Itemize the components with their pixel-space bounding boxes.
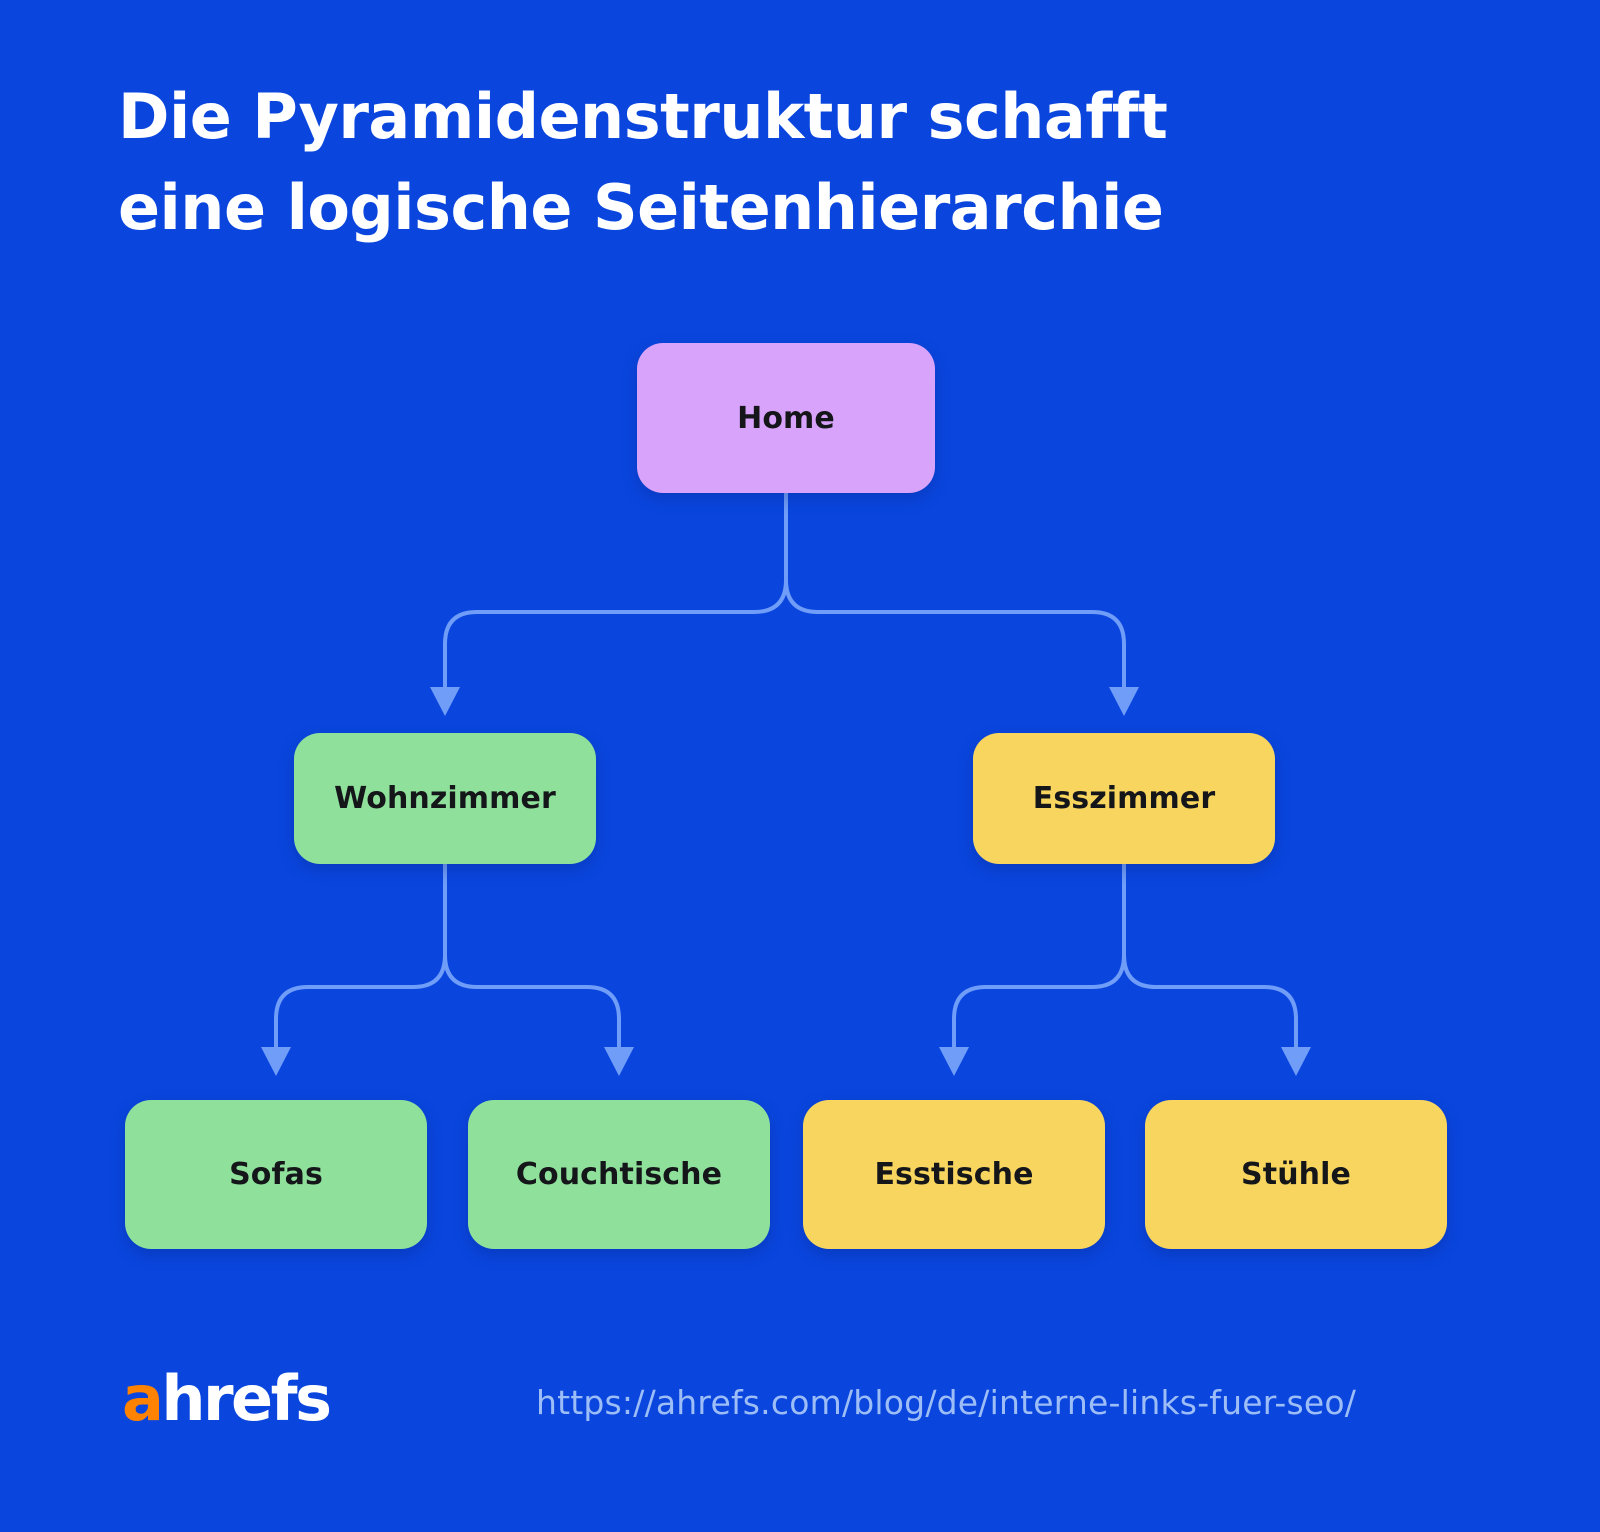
node-couchtische-label: Couchtische	[515, 1157, 723, 1192]
arrowhead-esstische	[939, 1047, 969, 1076]
edge-home-to-esszimmer	[784, 491, 1126, 690]
edge-wohnzimmer-to-sofas	[274, 862, 447, 1050]
source-url[interactable]: https://ahrefs.com/blog/de/interne-links…	[536, 1383, 1357, 1422]
node-stuehle[interactable]: Stühle	[1145, 1100, 1447, 1249]
arrowhead-stuehle	[1281, 1047, 1311, 1076]
page-title: Die Pyramidenstruktur schafft eine logis…	[118, 72, 1418, 253]
page-title-line-2: eine logische Seitenhierarchie	[118, 170, 1164, 244]
edge-esszimmer-to-esstische	[952, 862, 1126, 1050]
edge-esszimmer-to-stuehle	[1122, 862, 1298, 1050]
arrowhead-couchtische	[604, 1047, 634, 1076]
edge-wohnzimmer-to-couchtische	[443, 862, 621, 1050]
node-stuehle-label: Stühle	[1241, 1157, 1351, 1192]
node-esszimmer-label: Esszimmer	[1032, 781, 1216, 816]
node-wohnzimmer-label: Wohnzimmer	[334, 781, 556, 816]
node-sofas-label: Sofas	[229, 1157, 323, 1192]
node-sofas[interactable]: Sofas	[125, 1100, 427, 1249]
node-wohnzimmer[interactable]: Wohnzimmer	[294, 733, 596, 864]
arrowhead-sofas	[261, 1047, 291, 1076]
node-esszimmer[interactable]: Esszimmer	[973, 733, 1275, 864]
page-title-line-1: Die Pyramidenstruktur schafft	[118, 80, 1168, 153]
ahrefs-logo-wordmark: hrefs	[161, 1362, 332, 1435]
node-home-label: Home	[737, 400, 835, 436]
arrowhead-esszimmer	[1109, 687, 1139, 716]
node-esstische-label: Esstische	[874, 1157, 1034, 1192]
node-esstische[interactable]: Esstische	[803, 1100, 1105, 1249]
arrowhead-wohnzimmer	[430, 687, 460, 716]
edge-home-to-wohnzimmer	[443, 491, 788, 690]
node-home[interactable]: Home	[637, 343, 935, 493]
node-couchtische[interactable]: Couchtische	[468, 1100, 770, 1249]
ahrefs-logo-accent-letter: a	[122, 1362, 164, 1435]
